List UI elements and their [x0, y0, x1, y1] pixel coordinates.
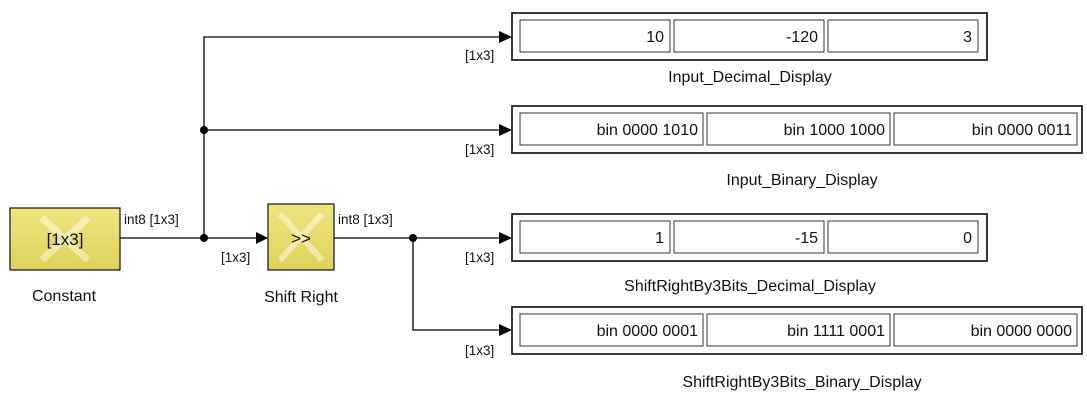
- display-value: -15: [795, 230, 818, 247]
- display-cell: [519, 19, 671, 53]
- shift-right-block[interactable]: >>: [267, 203, 335, 271]
- display-cell: [827, 19, 979, 53]
- shifted-binary-display-label: ShiftRightBy3Bits_Binary_Display: [682, 374, 921, 391]
- display-cell: [519, 313, 704, 347]
- arrowheads: [256, 31, 512, 336]
- display-value: 0: [963, 230, 972, 247]
- junction-dot: [200, 126, 208, 134]
- shifted-binary-display[interactable]: bin 0000 0001 bin 1111 0001 bin 0000 000…: [511, 306, 1083, 355]
- input-binary-display[interactable]: bin 0000 1010 bin 1000 1000 bin 0000 001…: [511, 105, 1083, 154]
- display-value: bin 0000 1010: [597, 122, 699, 139]
- display-value: 1: [655, 230, 664, 247]
- display-value: 10: [646, 29, 664, 46]
- junction-dot: [200, 234, 208, 242]
- line-shift-to-binary[interactable]: [412, 238, 499, 331]
- signal-label-shift-out: int8 [1x3]: [338, 212, 393, 227]
- input-decimal-display-label: Input_Decimal_Display: [668, 69, 832, 86]
- display-cell: [673, 19, 825, 53]
- shift-right-block-symbol: >>: [291, 229, 311, 248]
- display-cell: [519, 112, 704, 146]
- shifted-decimal-display-label: ShiftRightBy3Bits_Decimal_Display: [624, 278, 876, 295]
- port-dim-label: [1x3]: [465, 142, 494, 157]
- display-cell: [706, 313, 891, 347]
- input-decimal-display[interactable]: 10 -120 3: [511, 12, 988, 61]
- shift-right-block-label: Shift Right: [264, 289, 338, 306]
- arrowhead: [499, 124, 512, 136]
- port-dim-label: [1x3]: [465, 48, 494, 63]
- display-value: bin 0000 0001: [597, 323, 699, 340]
- constant-block-value: [1x3]: [47, 230, 84, 249]
- junction-dot: [409, 234, 417, 242]
- display-cell: [827, 220, 979, 254]
- constant-block-label: Constant: [32, 288, 97, 305]
- display-cell: [519, 220, 671, 254]
- signal-lines: [120, 36, 499, 331]
- arrowhead: [499, 232, 512, 244]
- display-cell: [893, 112, 1078, 146]
- junction-dots: [200, 126, 417, 242]
- signal-label-constant-out: int8 [1x3]: [124, 212, 179, 227]
- constant-block[interactable]: [1x3]: [9, 207, 121, 271]
- display-value: bin 0000 0000: [971, 323, 1073, 340]
- port-dim-label: [1x3]: [465, 343, 494, 358]
- block-logo-icon: [277, 211, 325, 263]
- display-cell: [893, 313, 1078, 347]
- display-cell: [673, 220, 825, 254]
- input-binary-display-label: Input_Binary_Display: [726, 172, 877, 189]
- line-branch-up[interactable]: [203, 36, 499, 238]
- display-cell: [706, 112, 891, 146]
- display-value: bin 1111 0001: [787, 323, 885, 340]
- block-logo-icon: [39, 215, 91, 263]
- display-value: 3: [963, 29, 972, 46]
- display-value: bin 1000 1000: [784, 122, 886, 139]
- shifted-decimal-display[interactable]: 1 -15 0: [511, 213, 988, 262]
- arrowhead: [499, 31, 512, 43]
- arrowhead: [256, 232, 268, 244]
- arrowhead: [499, 324, 512, 336]
- signal-label-shift-in: [1x3]: [221, 250, 250, 265]
- display-value: -120: [786, 29, 818, 46]
- port-dim-label: [1x3]: [465, 250, 494, 265]
- display-value: bin 0000 0011: [972, 122, 1072, 139]
